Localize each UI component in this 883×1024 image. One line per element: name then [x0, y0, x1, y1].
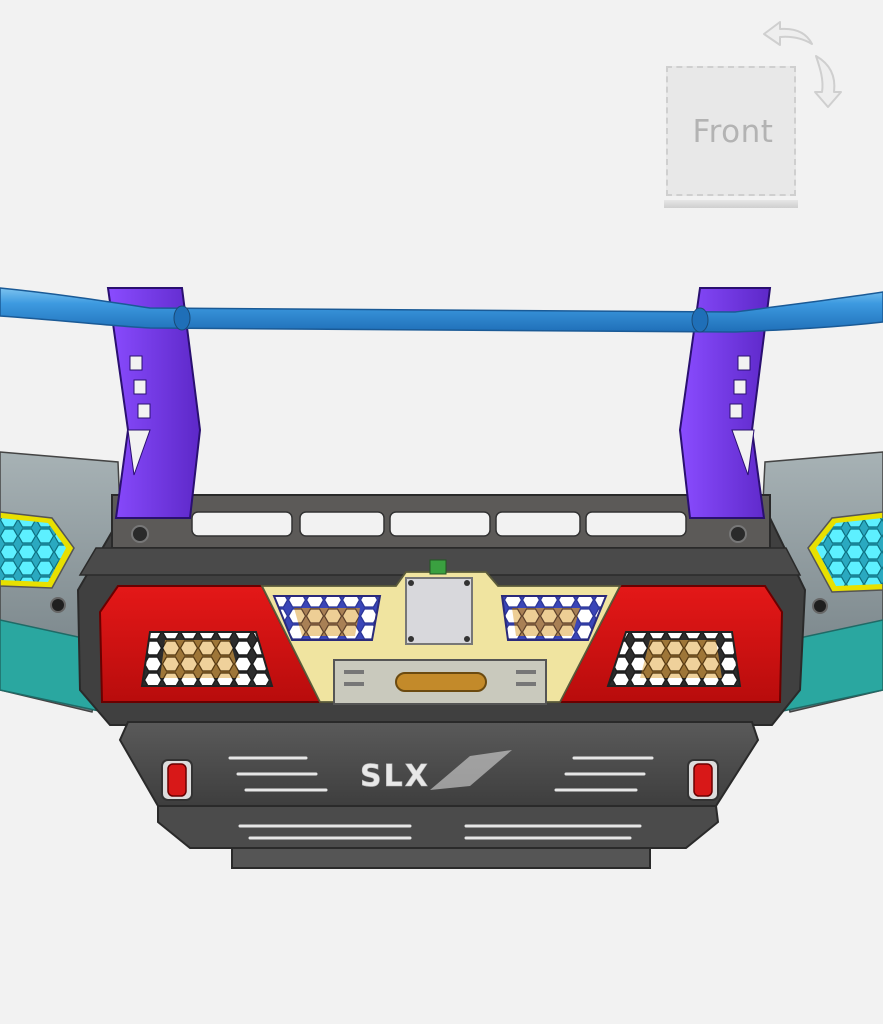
left-upright — [106, 287, 202, 519]
right-red-panel — [558, 585, 784, 703]
skid-plate: SLX — [118, 721, 760, 869]
center-plate — [260, 559, 622, 705]
view-cube-front-label: Front — [692, 114, 774, 150]
rotate-down-arrow-icon[interactable] — [810, 52, 846, 110]
left-wing — [0, 451, 123, 713]
view-cube-front-face[interactable]: Front — [666, 66, 796, 196]
view-cube-base — [664, 200, 798, 208]
blue-hoop-bar — [0, 287, 883, 333]
right-upright — [678, 287, 772, 519]
left-red-panel — [98, 585, 322, 703]
rotate-left-arrow-icon[interactable] — [758, 18, 816, 52]
view-cube[interactable]: Front — [660, 14, 850, 214]
slx-badge: SLX — [360, 759, 430, 794]
